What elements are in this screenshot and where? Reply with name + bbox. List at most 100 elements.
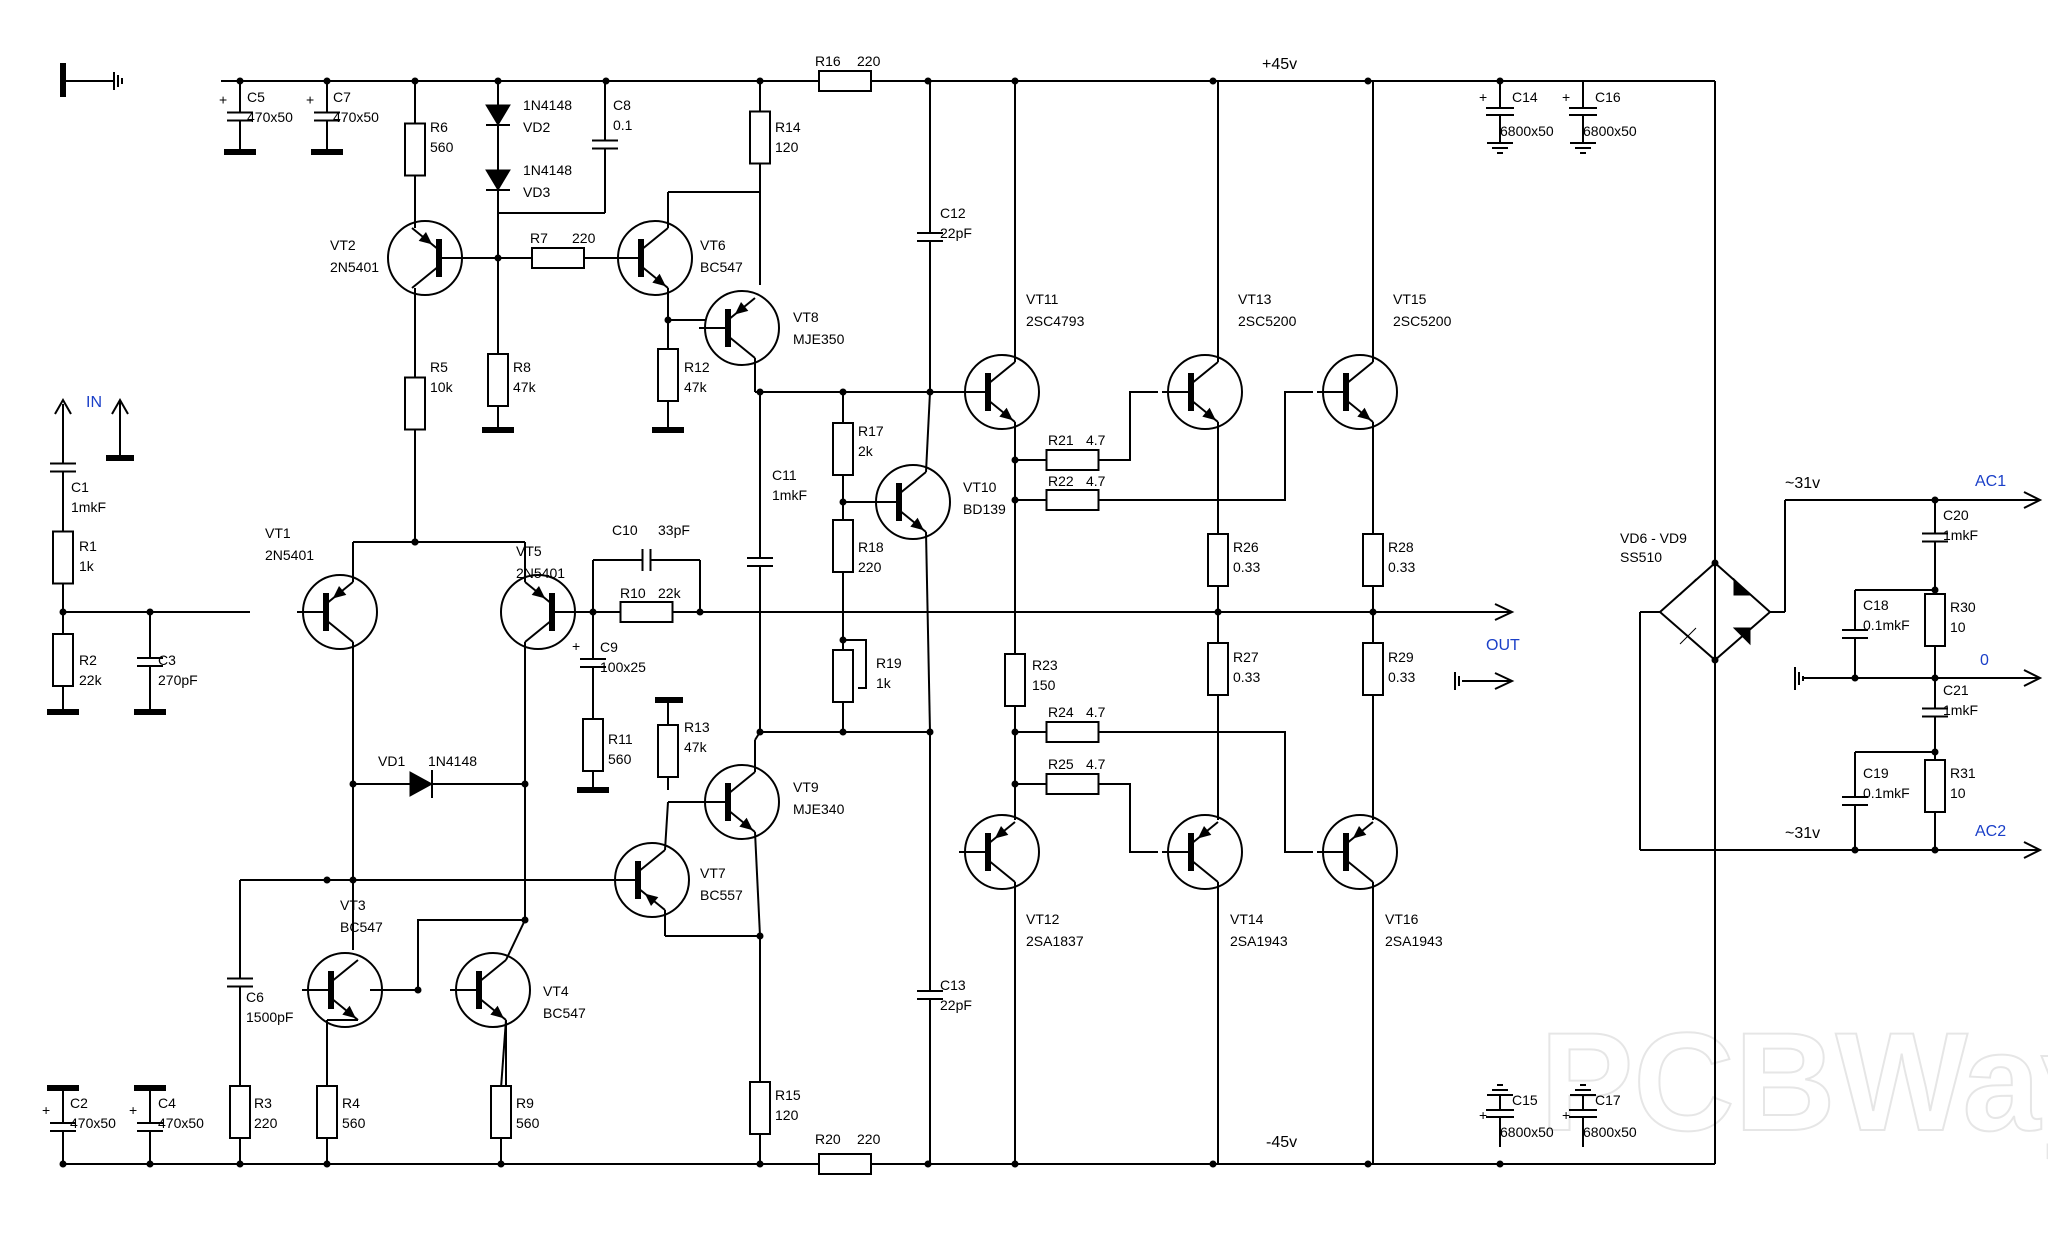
resistor-ref-r11: R11 [608,731,633,747]
resistor-r16 [815,70,875,92]
capacitor-polarity: + [572,638,580,654]
transistor-vt15 [1317,354,1398,430]
transistor-part-vt11: 2SC4793 [1026,313,1085,329]
capacitor-ref-c17: C17 [1595,1092,1621,1108]
resistor-r12 [657,320,679,430]
bridge-name: VD6 - VD9 [1620,530,1687,546]
resistor-ref-r20: R20 [815,1131,841,1147]
transistor-ref-vt12: VT12 [1026,911,1060,927]
junction-dot [1364,77,1372,85]
transistor-part-vt1: 2N5401 [265,547,314,563]
transistor-ref-vt14: VT14 [1230,911,1264,927]
junction-dot [1364,1160,1372,1168]
bridge-rectifier [1679,577,1752,646]
resistor-ref-r9: R9 [516,1095,534,1111]
resistor-ref-r27: R27 [1233,649,1259,665]
resistor-value-r11: 560 [608,751,632,767]
transistor-vt13 [1162,354,1243,430]
capacitor-polarity: + [1562,1107,1570,1123]
capacitor-ref-c21: C21 [1943,682,1969,698]
resistor-value-r5: 10k [430,379,454,395]
diode-ref-vd3: VD3 [523,184,550,200]
transistor-vt11 [959,354,1040,430]
capacitor-ref-c16: C16 [1595,89,1621,105]
resistor-value-r19: 1k [876,675,892,691]
resistor-ref-r30: R30 [1950,599,1976,615]
resistor-r2 [52,620,74,700]
capacitor-value-c10: 33pF [658,522,690,538]
resistor-value-r15: 120 [775,1107,799,1123]
capacitor-ref-c18: C18 [1863,597,1889,613]
resistor-r1 [52,525,74,590]
capacitor-value-c14: 6800x50 [1500,123,1554,139]
capacitor-polarity: + [306,92,314,108]
resistor-ref-r3: R3 [254,1095,272,1111]
capacitor-ref-c2: C2 [70,1095,88,1111]
transistor-part-vt12: 2SA1837 [1026,933,1084,949]
junction-dot [323,876,331,884]
transistor-ref-vt4: VT4 [543,983,569,999]
capacitor-value-c20: 1mkF [1943,527,1978,543]
resistor-r5 [404,355,426,452]
capacitor-c5 [227,81,253,152]
resistor-value-r9: 560 [516,1115,540,1131]
capacitor-ref-c3: C3 [158,652,176,668]
transistor-part-vt6: BC547 [700,259,743,275]
resistor-value-r24: 4.7 [1086,704,1106,720]
resistor-value-r28: 0.33 [1388,559,1415,575]
capacitor-value-c4: 470x50 [158,1115,204,1131]
junction-dot [1209,1160,1217,1168]
resistor-ref-r2: R2 [79,652,97,668]
transistor-vt7 [609,842,690,918]
resistor-r24 [1015,721,1130,743]
resistor-r6 [404,81,426,218]
capacitor-c2 [50,1090,76,1164]
capacitor-value-c19: 0.1mkF [1863,785,1910,801]
components [50,70,1948,1175]
capacitor-ref-c10: C10 [612,522,638,538]
resistor-ref-r18: R18 [858,539,884,555]
resistor-ref-r6: R6 [430,119,448,135]
junction-dot [1209,77,1217,85]
resistor-ref-r21: R21 [1048,432,1074,448]
transistor-ref-vt16: VT16 [1385,911,1419,927]
transistor-ref-vt1: VT1 [265,525,291,541]
resistor-ref-r16: R16 [815,53,841,69]
capacitor-c3 [137,612,163,712]
diode-ref-vd2: VD2 [523,119,550,135]
transistor-ref-vt10: VT10 [963,479,997,495]
resistor-value-r22: 4.7 [1086,473,1106,489]
resistor-value-r7: 220 [572,230,596,246]
resistor-r7 [498,247,618,269]
resistor-value-r14: 120 [775,139,799,155]
transistor-vt8 [699,290,780,366]
resistor-value-r12: 47k [684,379,708,395]
resistor-r14 [749,110,771,165]
transistor-part-vt9: MJE340 [793,801,845,817]
transistor-vt4 [450,952,531,1028]
junction-dot [1496,1160,1504,1168]
transistor-ref-vt5: VT5 [516,543,542,559]
diode-part-vd1: 1N4148 [428,753,477,769]
capacitor-polarity: + [42,1102,50,1118]
transistor-vt5 [500,574,581,650]
resistor-value-r30: 10 [1950,619,1966,635]
junction-dot [1711,656,1719,664]
resistor-r21 [1015,449,1130,471]
resistor-ref-r14: R14 [775,119,801,135]
transistor-part-vt8: MJE350 [793,331,845,347]
resistor-r25 [1015,773,1130,795]
resistor-value-r29: 0.33 [1388,669,1415,685]
resistor-r3 [229,1085,251,1139]
capacitor-c4 [137,1090,163,1164]
resistor-r20 [815,1153,875,1175]
ac-bot-voltage: ~31v [1785,825,1820,842]
resistor-r26 [1207,530,1229,590]
capacitor-c18 [1842,590,1868,678]
resistor-r30 [1924,590,1946,650]
resistor-ref-r12: R12 [684,359,710,375]
capacitor-c9 [580,640,606,686]
capacitor-ref-c19: C19 [1863,765,1889,781]
rail-negative-label: -45v [1266,1134,1297,1151]
